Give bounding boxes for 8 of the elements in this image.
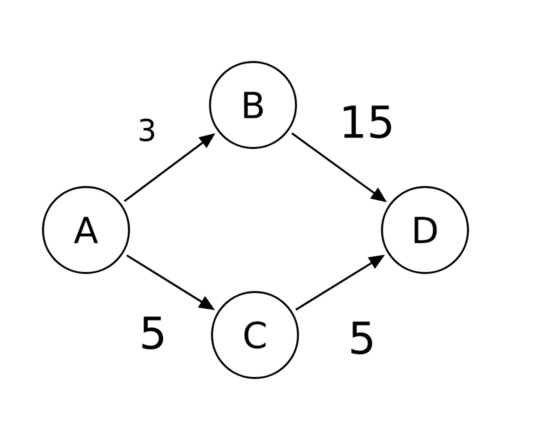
circle-node: D (381, 186, 469, 274)
edge-label: 5 (351, 322, 372, 354)
circle-node: C (211, 291, 299, 379)
circle-node: B (209, 61, 297, 149)
edge-label: 3 (140, 118, 154, 142)
circle-node: A (42, 186, 130, 274)
edge-label: 15 (344, 106, 392, 138)
edge-label: 5 (142, 316, 164, 350)
